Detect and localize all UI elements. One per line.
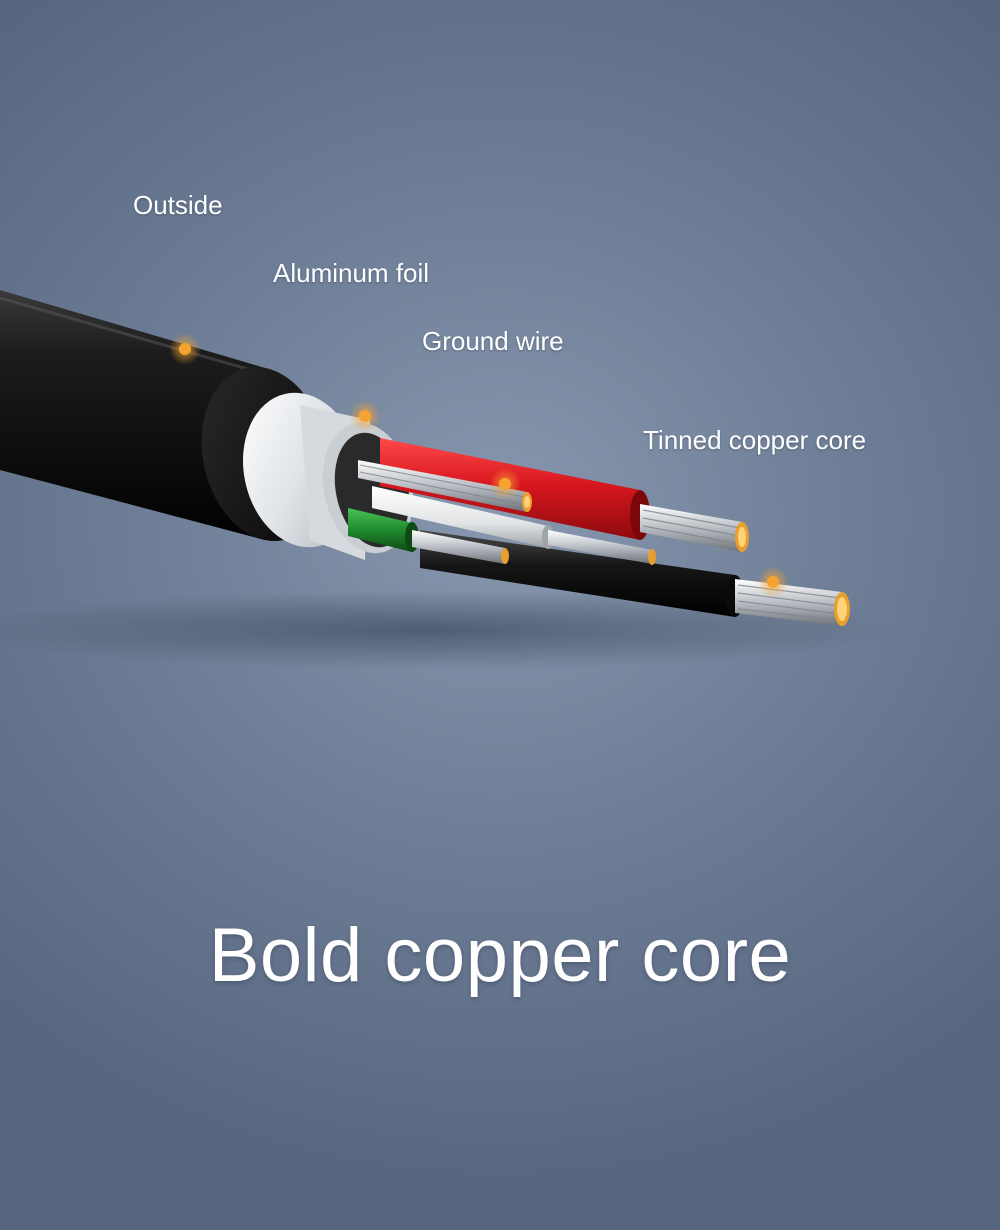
callout-tinned-copper-core-marker — [757, 466, 789, 598]
green-wire — [348, 508, 509, 564]
callout-ground-wire-label: Ground wire — [422, 326, 564, 356]
cable-shadow — [0, 590, 900, 670]
headline: Bold copper core — [208, 913, 792, 998]
callout-outside-marker — [169, 232, 201, 365]
callout-aluminum-foil-marker — [349, 298, 381, 432]
callout-aluminum-foil-label: Aluminum foil — [273, 258, 430, 288]
callout-outside-label: Outside — [133, 190, 223, 220]
callout-ground-wire-marker — [489, 368, 521, 500]
callout-tinned-copper-core-label: Tinned copper core — [643, 425, 867, 455]
white-wire — [372, 486, 656, 565]
